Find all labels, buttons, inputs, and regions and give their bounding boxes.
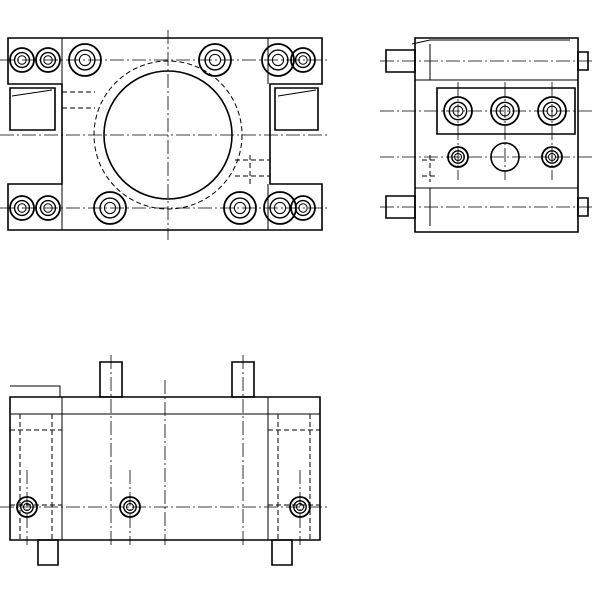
- bolt-hole-icon: [68, 43, 102, 77]
- top-view-holes: [9, 43, 316, 225]
- bolt-hole-icon: [16, 496, 38, 518]
- front-view-holes: [16, 496, 311, 518]
- bolt-hole-icon: [35, 195, 61, 221]
- bolt-hole-icon: [198, 43, 232, 77]
- side-view-holes: [443, 96, 567, 172]
- bolt-hole-icon: [119, 496, 141, 518]
- bolt-hole-icon: [490, 96, 520, 126]
- bolt-hole-icon: [289, 496, 311, 518]
- bolt-hole-icon: [443, 96, 473, 126]
- bolt-hole-icon: [35, 47, 61, 73]
- bolt-hole-icon: [93, 191, 127, 225]
- top-view: [0, 30, 330, 240]
- bolt-hole-icon: [223, 191, 257, 225]
- bolt-hole-icon: [447, 146, 469, 168]
- center-bore: [490, 142, 520, 172]
- front-view: [0, 355, 330, 566]
- bolt-hole-icon: [537, 96, 567, 126]
- bolt-hole-icon: [541, 146, 563, 168]
- side-view: [380, 37, 595, 233]
- bolt-hole-icon: [290, 47, 316, 73]
- bolt-hole-icon: [9, 195, 35, 221]
- bolt-hole-icon: [9, 47, 35, 73]
- bolt-hole-icon: [261, 43, 295, 77]
- bolt-hole-icon: [290, 195, 316, 221]
